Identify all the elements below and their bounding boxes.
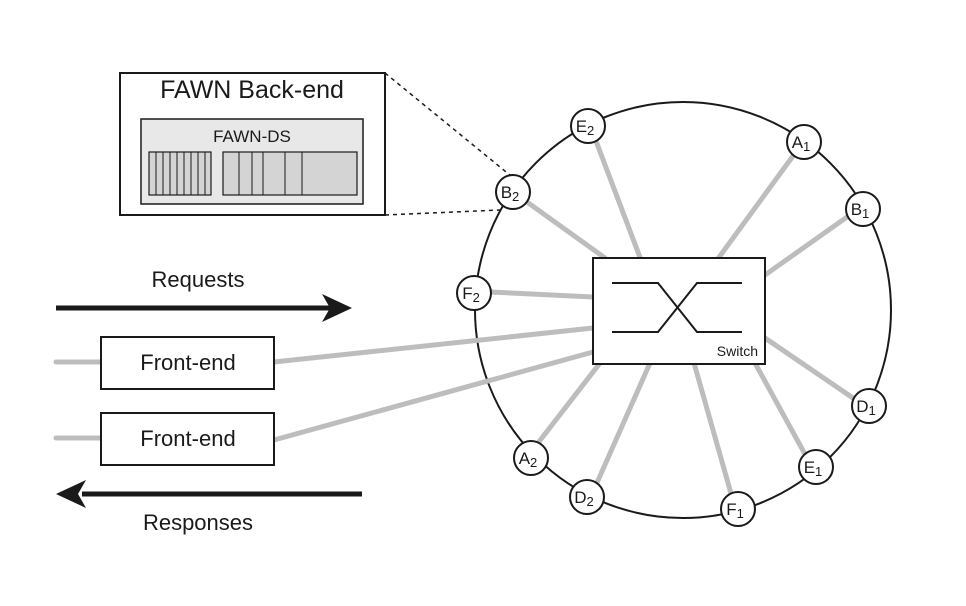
ring-node-f1-sub: 1	[737, 506, 744, 521]
svg-text:A1: A1	[792, 133, 811, 154]
requests-arrow-head	[322, 294, 352, 322]
svg-text:B2: B2	[501, 183, 520, 204]
ring-node-f1-letter: F	[726, 500, 736, 519]
link-a1	[714, 153, 796, 263]
svg-text:D1: D1	[856, 397, 876, 418]
ring-node-a1-sub: 1	[803, 139, 810, 154]
link-frontend-2	[271, 349, 596, 443]
ring-node-e2-letter: E	[576, 117, 587, 136]
backend-box: FAWN Back-end FAWN-DS	[119, 72, 386, 216]
svg-text:F1: F1	[726, 500, 744, 521]
ring-node-d1-sub: 1	[869, 403, 876, 418]
log-block-dividers	[238, 152, 303, 195]
ring-node-b1-letter: B	[851, 200, 862, 219]
datastore-label: FAWN-DS	[213, 127, 291, 146]
ring-node-a2-letter: A	[519, 449, 531, 468]
ring-node-e1: E1	[798, 449, 834, 485]
zoom-line-top	[384, 72, 512, 177]
link-frontend-1	[271, 325, 596, 365]
link-a2	[535, 360, 603, 446]
frontend-1: Front-end	[100, 336, 275, 390]
ring-node-d2-sub: 2	[587, 494, 594, 509]
ring-node-f1: F1	[720, 491, 756, 527]
ring-node-d1-letter: D	[856, 397, 868, 416]
ring-node-e2-sub: 2	[587, 123, 594, 138]
log-block	[222, 151, 358, 196]
ring-node-a2-sub: 2	[530, 455, 537, 470]
svg-text:A2: A2	[519, 449, 538, 470]
zoom-line-bottom	[384, 209, 501, 216]
ring-node-a1: A1	[786, 124, 822, 160]
ring-node-e1-sub: 1	[815, 464, 822, 479]
ring-node-d2-letter: D	[574, 488, 586, 507]
svg-text:D2: D2	[574, 488, 594, 509]
requests-label: Requests	[152, 267, 245, 292]
link-b1	[762, 214, 850, 278]
link-f2	[487, 289, 596, 300]
svg-text:E1: E1	[804, 458, 823, 479]
ring-node-d1: D1	[851, 388, 887, 424]
ring-node-f2: F2	[456, 275, 492, 311]
switch: Switch	[592, 257, 766, 365]
ring-node-d2: D2	[569, 479, 605, 515]
ring-node-e1-letter: E	[804, 458, 815, 477]
backend-title: FAWN Back-end	[160, 76, 344, 104]
ring-node-b2-sub: 2	[512, 189, 519, 204]
svg-text:E2: E2	[576, 117, 595, 138]
ring-node-a2: A2	[513, 440, 549, 476]
frontend-2-label: Front-end	[140, 426, 235, 451]
node-links	[53, 138, 856, 500]
ring-nodes: E2 A1 B1 D1 E1 F1 D2 A2	[456, 108, 887, 527]
link-e1	[752, 360, 809, 459]
responses-arrow-head	[56, 480, 86, 508]
link-f1	[691, 360, 735, 500]
ring-node-b2-letter: B	[501, 183, 512, 202]
svg-text:F2: F2	[462, 284, 480, 305]
link-d2	[593, 360, 653, 488]
link-d1	[762, 335, 856, 401]
ring-node-b2: B2	[495, 174, 531, 210]
ring-node-a1-letter: A	[792, 133, 804, 152]
ring-node-f2-letter: F	[462, 284, 472, 303]
switch-box	[592, 257, 766, 365]
ring-node-b1-sub: 1	[862, 206, 869, 221]
link-e2	[593, 138, 644, 263]
frontend-2-box	[100, 412, 275, 466]
ring-node-b1: B1	[845, 191, 881, 227]
frontend-2: Front-end	[100, 412, 275, 466]
index-block	[148, 151, 212, 196]
frontend-1-label: Front-end	[140, 350, 235, 375]
frontend-1-box	[100, 336, 275, 390]
ring-node-e2: E2	[570, 108, 606, 144]
ring-node-f2-sub: 2	[473, 290, 480, 305]
index-block-stripes	[155, 152, 206, 195]
switch-label: Switch	[717, 343, 758, 359]
switch-cross-line-2	[612, 282, 742, 333]
responses-label: Responses	[143, 510, 253, 535]
svg-text:B1: B1	[851, 200, 870, 221]
link-b2	[524, 199, 608, 261]
